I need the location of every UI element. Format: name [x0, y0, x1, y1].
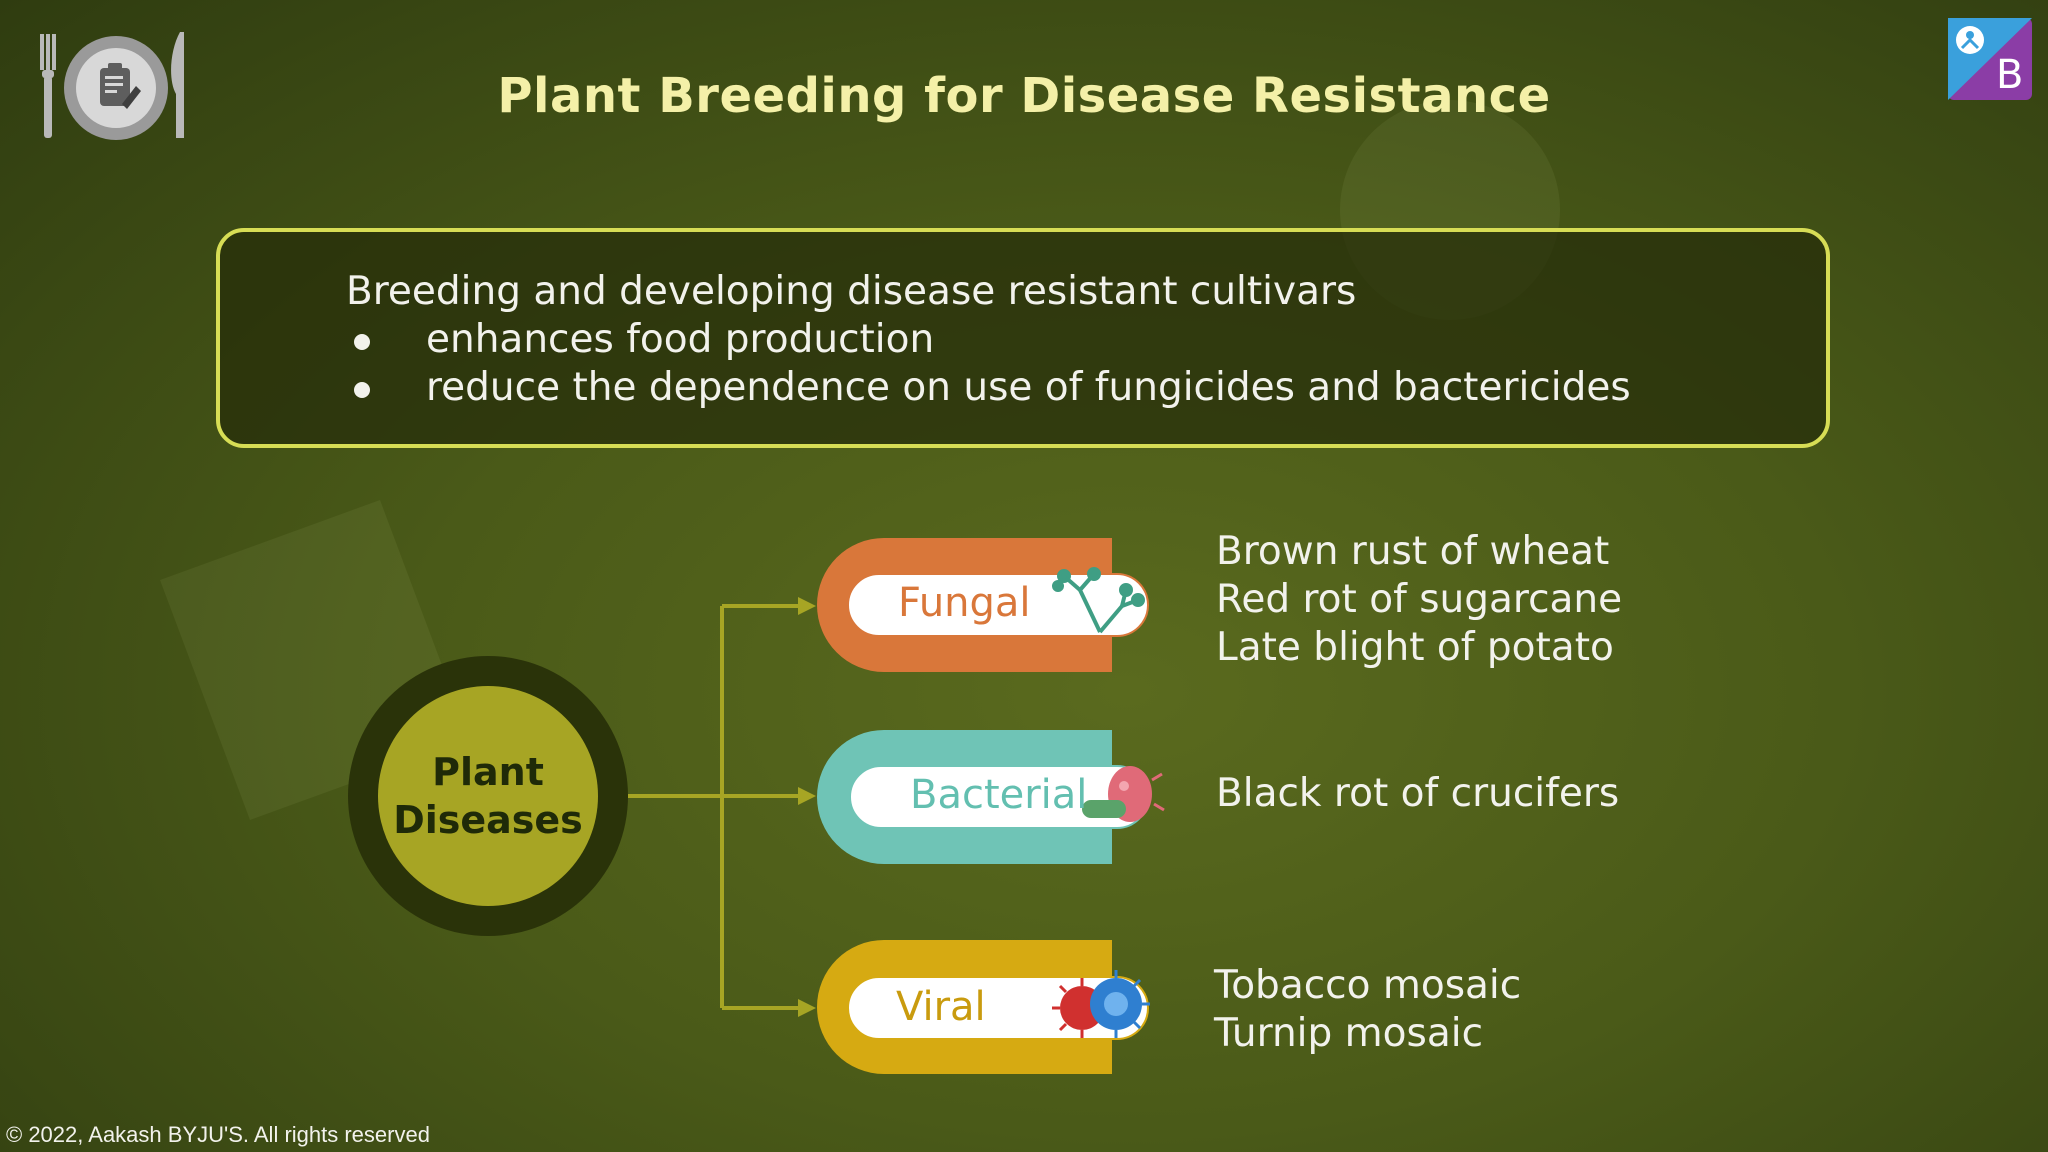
copyright-text: © 2022, Aakash BYJU'S. All rights reserv… — [6, 1122, 430, 1147]
info-box — [216, 228, 1830, 448]
virus-icon — [1052, 970, 1150, 1038]
fungus-icon — [1052, 567, 1145, 634]
bullet-icon — [354, 382, 370, 398]
fungal-label: Fungal — [898, 580, 1031, 626]
info-bullet: enhances food production — [346, 316, 1631, 364]
example-item: Tobacco mosaic — [1214, 963, 1522, 1008]
svg-text:B: B — [1996, 52, 2023, 98]
center-label-line2: Diseases — [393, 798, 583, 842]
bullet-text: enhances food production — [426, 317, 935, 362]
center-circle — [378, 686, 598, 906]
example-item: Black rot of crucifers — [1216, 771, 1620, 816]
notes-plate-icon — [40, 32, 184, 140]
fungal-examples: Brown rust of wheat Red rot of sugarcane… — [1216, 528, 1622, 672]
bullet-text: reduce the dependence on use of fungicid… — [426, 365, 1631, 410]
slide-title: Plant Breeding for Disease Resistance — [497, 68, 1551, 124]
info-text: Breeding and developing disease resistan… — [346, 268, 1631, 412]
byjus-logo-icon: B — [1948, 18, 2032, 100]
example-item: Turnip mosaic — [1214, 1011, 1484, 1056]
example-item: Red rot of sugarcane — [1216, 577, 1623, 622]
fungal-capsule — [817, 538, 1149, 672]
connector-arrowheads — [798, 597, 816, 1017]
bullet-icon — [354, 334, 370, 350]
bacterial-label: Bacterial — [910, 772, 1088, 818]
info-bullet: reduce the dependence on use of fungicid… — [346, 364, 1631, 412]
viral-examples: Tobacco mosaic Turnip mosaic — [1214, 962, 1521, 1058]
example-item: Late blight of potato — [1216, 625, 1614, 670]
center-label-line1: Plant — [432, 750, 544, 794]
example-item: Brown rust of wheat — [1216, 529, 1610, 574]
bacteria-icon — [1082, 766, 1165, 822]
connector-lines — [628, 604, 800, 1010]
center-label: Plant Diseases — [378, 748, 598, 844]
info-heading: Breeding and developing disease resistan… — [346, 269, 1357, 314]
bacterial-examples: Black rot of crucifers — [1216, 770, 1619, 818]
viral-label: Viral — [896, 984, 986, 1030]
bacterial-capsule — [817, 730, 1149, 864]
